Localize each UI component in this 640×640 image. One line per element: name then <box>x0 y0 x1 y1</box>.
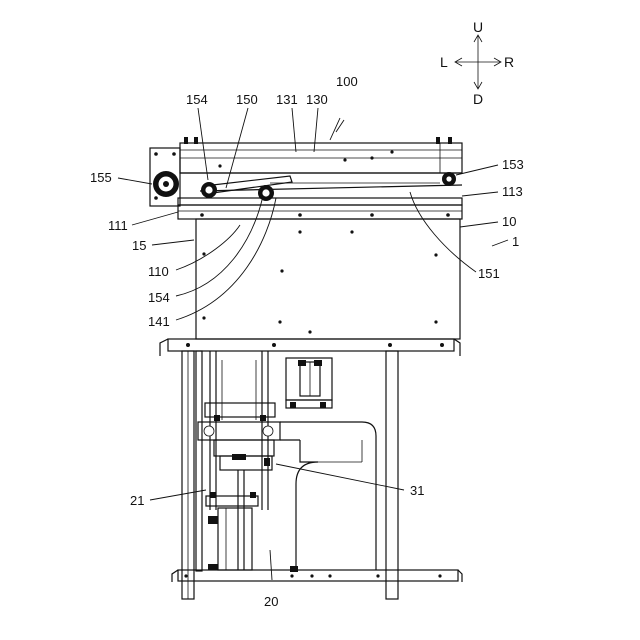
direction-down-label: D <box>473 91 483 107</box>
label-110: 110 <box>148 264 169 279</box>
label-31: 31 <box>410 483 424 498</box>
label-155: 155 <box>90 170 112 185</box>
label-10: 10 <box>502 214 516 229</box>
idler-pulley-top <box>201 182 217 198</box>
conveyor-unit <box>150 137 462 219</box>
label-1: 1 <box>512 234 519 249</box>
direction-up-label: U <box>473 19 483 35</box>
label-111: 111 <box>108 218 128 233</box>
frame <box>160 339 462 599</box>
label-154-bottom: 154 <box>148 290 170 305</box>
label-141: 141 <box>148 314 170 329</box>
label-153: 153 <box>502 157 524 172</box>
motor-pulley <box>153 171 179 197</box>
label-15: 15 <box>132 238 146 253</box>
direction-compass: U D L R <box>440 19 514 107</box>
end-pulley <box>442 172 456 186</box>
label-21: 21 <box>130 493 144 508</box>
label-20: 20 <box>264 594 278 609</box>
label-130: 130 <box>306 92 328 107</box>
label-131: 131 <box>276 92 298 107</box>
label-113: 113 <box>502 184 523 199</box>
main-plate <box>196 219 460 339</box>
direction-right-label: R <box>504 54 514 70</box>
label-151: 151 <box>478 266 500 281</box>
direction-left-label: L <box>440 54 448 70</box>
lifting-mechanism <box>198 351 376 572</box>
label-154-top: 154 <box>186 92 208 107</box>
label-150: 150 <box>236 92 258 107</box>
label-100: 100 <box>336 74 358 89</box>
idler-pulley-bottom <box>258 185 274 201</box>
